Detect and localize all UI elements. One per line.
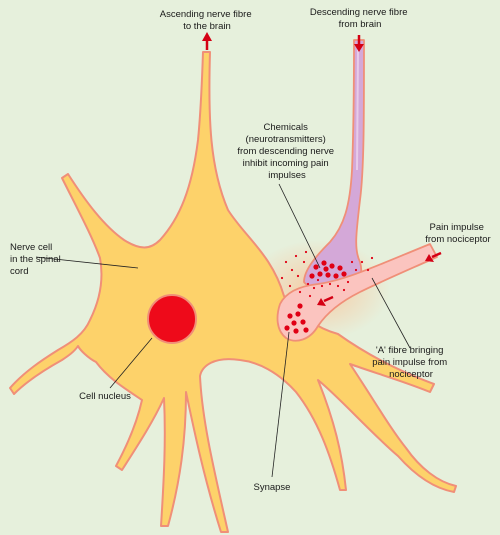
- arrow-pain-impulse: [425, 251, 442, 262]
- arrow-ascending: [202, 32, 212, 50]
- cell-nucleus: [147, 294, 197, 344]
- label-a-fibre: 'A' fibre bringing pain impulse from noc…: [372, 345, 450, 380]
- label-ascending-line2: to the brain: [183, 21, 231, 32]
- label-chemicals-line1: Chemicals: [264, 122, 309, 133]
- descending-fibre-highlight: [356, 47, 359, 171]
- label-nerve-cell: Nerve cell in the spinal cord: [10, 242, 63, 277]
- leader-a-fibre: [371, 277, 411, 349]
- leader-cell-nucleus: [109, 337, 153, 389]
- label-chemicals-line4: inhibit incoming pain: [243, 158, 329, 169]
- arrow-a-fibre: [317, 295, 334, 306]
- label-ascending-line1: Ascending nerve fibre: [160, 9, 252, 20]
- label-a-fibre-line1: 'A' fibre bringing: [376, 345, 444, 356]
- label-pain-impulse-line2: from nociceptor: [425, 234, 490, 245]
- label-a-fibre-line2: pain impulse from: [372, 357, 447, 368]
- label-nerve-cell-line3: cord: [10, 266, 28, 277]
- leader-nerve-cell: [35, 256, 139, 269]
- label-descending-line2: from brain: [339, 19, 382, 30]
- leader-lines: [35, 183, 411, 478]
- label-chemicals-line5: impulses: [268, 170, 306, 181]
- label-descending-line1: Descending nerve fibre: [310, 7, 408, 18]
- label-a-fibre-line3: nociceptor: [389, 369, 433, 380]
- label-nerve-cell-line1: Nerve cell: [10, 242, 52, 253]
- label-descending-fibre: Descending nerve fibre from brain: [310, 7, 410, 30]
- label-nerve-cell-line2: in the spinal: [10, 254, 61, 265]
- arrow-descending: [354, 35, 364, 52]
- leader-synapse: [271, 331, 290, 478]
- label-chemicals-line2: (neurotransmitters): [246, 134, 326, 145]
- leader-chemicals: [278, 183, 321, 269]
- label-cell-nucleus: Cell nucleus: [79, 391, 131, 402]
- nerve-cell-body: [9, 51, 457, 533]
- label-synapse: Synapse: [254, 482, 291, 493]
- label-chemicals: Chemicals (neurotransmitters) from desce…: [237, 122, 336, 181]
- neurotransmitter-dots: [280, 250, 374, 334]
- label-pain-impulse-line1: Pain impulse: [429, 222, 483, 233]
- a-fibre: [276, 243, 438, 342]
- label-ascending-fibre: Ascending nerve fibre to the brain: [160, 9, 255, 32]
- label-pain-impulse: Pain impulse from nociceptor: [425, 222, 490, 245]
- label-chemicals-line3: from descending nerve: [237, 146, 334, 157]
